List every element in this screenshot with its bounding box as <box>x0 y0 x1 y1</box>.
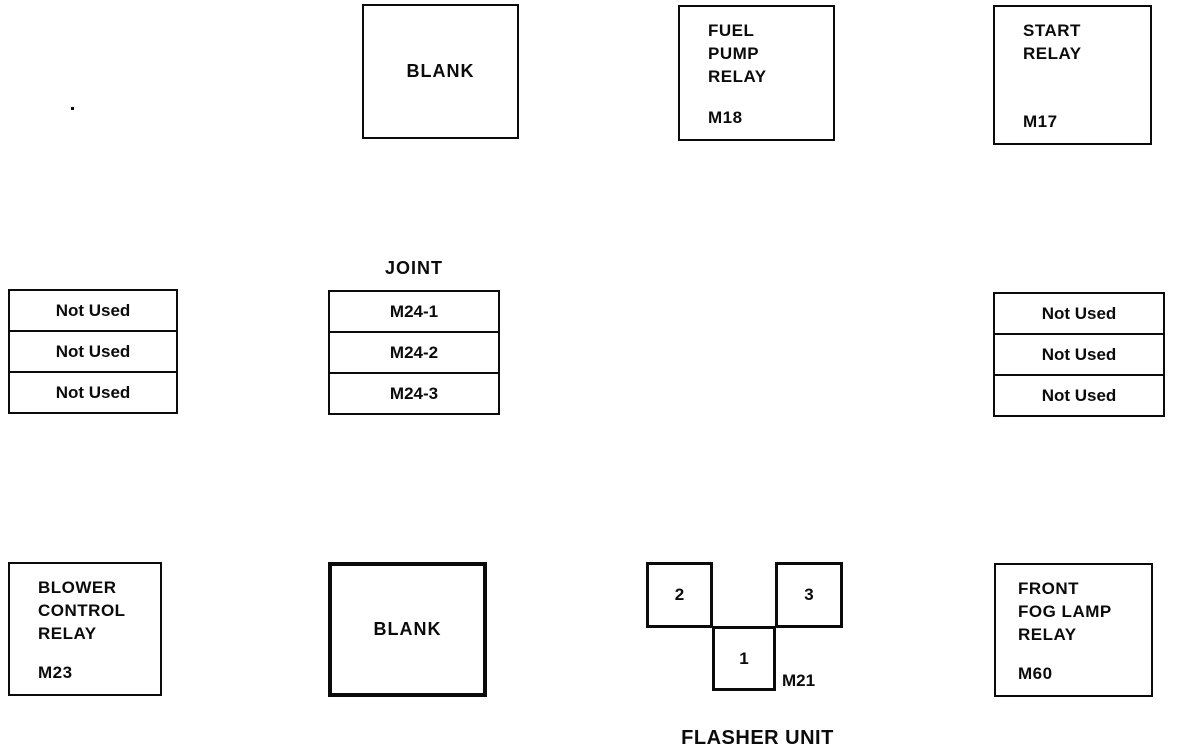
start-relay-code: M17 <box>1023 112 1058 131</box>
not-used-slot-label: Not Used <box>1041 303 1117 323</box>
blank-slot-bottom-label: BLANK <box>373 619 442 639</box>
not-used-slot: Not Used <box>8 330 178 373</box>
blank-slot-top: BLANK <box>362 4 519 139</box>
not-used-slot: Not Used <box>8 371 178 414</box>
not-used-slot: Not Used <box>993 292 1165 335</box>
blank-slot-bottom: BLANK <box>328 562 487 697</box>
joint-slot-label: M24-2 <box>389 342 439 362</box>
joint-heading: JOINT <box>384 258 443 278</box>
not-used-slot-label: Not Used <box>1041 344 1117 364</box>
flasher-slot-2-label: 2 <box>674 585 685 604</box>
joint-slot-label: M24-1 <box>389 301 439 321</box>
joint-slot: M24-1 <box>328 290 500 333</box>
blower-control-relay-title: BLOWER CONTROL RELAY <box>38 578 126 643</box>
not-used-slot: Not Used <box>993 374 1165 417</box>
flasher-slot-1-label: 1 <box>739 648 749 668</box>
not-used-slot-label: Not Used <box>55 382 131 402</box>
flasher-slot-3-label: 3 <box>804 585 814 604</box>
joint-slot-label: M24-3 <box>389 383 439 403</box>
fuel-pump-relay-box: FUEL PUMP RELAY M18 <box>678 5 835 141</box>
flasher-unit-caption: FLASHER UNIT <box>681 727 834 749</box>
not-used-slot-label: Not Used <box>55 341 131 361</box>
flasher-slot-3: 3 <box>775 562 843 628</box>
front-fog-lamp-relay-title: FRONT FOG LAMP RELAY <box>1018 579 1112 644</box>
fuel-pump-relay-code: M18 <box>708 108 743 127</box>
front-fog-lamp-relay-box: FRONT FOG LAMP RELAY M60 <box>994 563 1153 697</box>
not-used-slot-label: Not Used <box>55 300 131 320</box>
left-not-used-stack: Not Used Not Used Not Used <box>8 289 178 414</box>
not-used-slot: Not Used <box>8 289 178 332</box>
right-not-used-stack: Not Used Not Used Not Used <box>993 292 1165 417</box>
joint-slot: M24-2 <box>328 331 500 374</box>
flasher-slot-1: 1 <box>712 626 776 691</box>
not-used-slot: Not Used <box>993 333 1165 376</box>
front-fog-lamp-relay-code: M60 <box>1018 664 1053 683</box>
not-used-slot-label: Not Used <box>1041 385 1117 405</box>
joint-stack: M24-1 M24-2 M24-3 <box>328 290 500 415</box>
blower-control-relay-code: M23 <box>38 663 73 682</box>
start-relay-box: START RELAY M17 <box>993 5 1152 145</box>
blank-slot-top-label: BLANK <box>406 61 475 81</box>
blower-control-relay-box: BLOWER CONTROL RELAY M23 <box>8 562 162 696</box>
flasher-slot-2: 2 <box>646 562 713 628</box>
joint-slot: M24-3 <box>328 372 500 415</box>
start-relay-title: START RELAY <box>1023 21 1082 63</box>
fuel-pump-relay-title: FUEL PUMP RELAY <box>708 21 767 86</box>
scan-artifact-dot <box>71 107 74 110</box>
flasher-unit-code: M21 <box>782 671 816 690</box>
